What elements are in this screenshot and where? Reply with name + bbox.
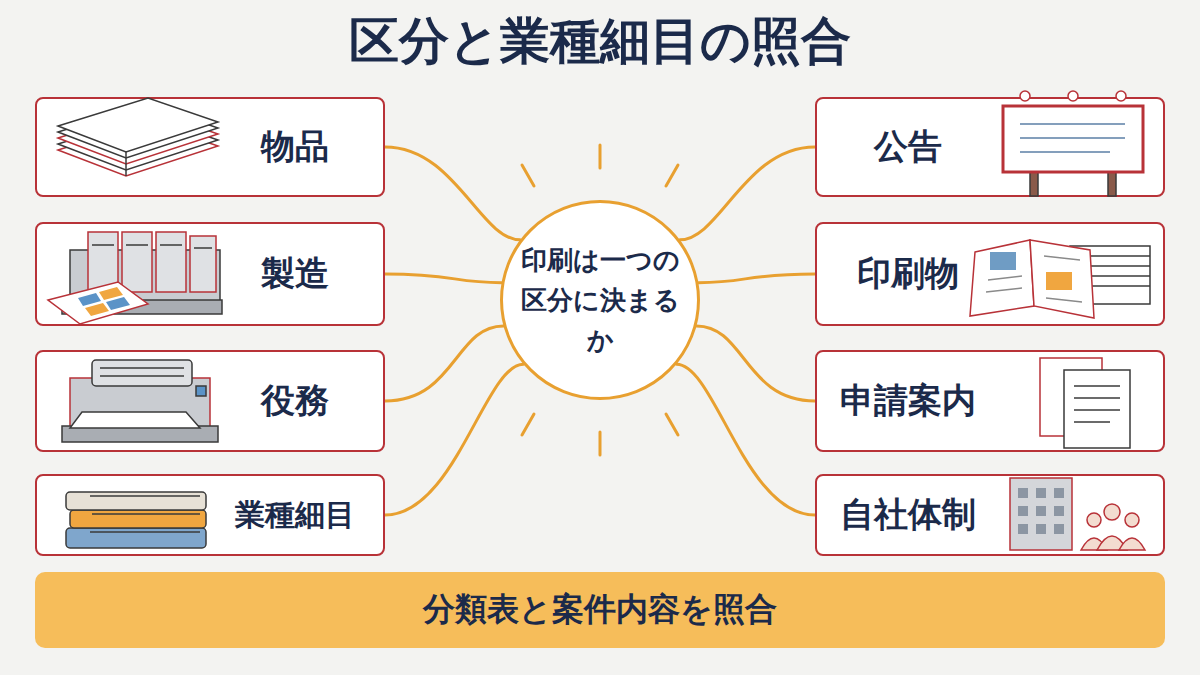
connector-curve [385,326,503,401]
node-text: 自社体制 [840,492,976,538]
connector-curve [680,147,815,240]
connector-curve [698,274,815,283]
node-text: 分類表と案件内容を照合 [423,588,777,632]
sun-rays-part [522,165,534,186]
category-box: 役務 [35,350,385,452]
sun-rays-part [599,145,602,168]
case-box: 申請案内 [815,350,1165,452]
node-text: 役務 [261,378,329,424]
sun-rays-part [666,165,678,186]
case-box: 印刷物 [815,222,1165,326]
node-text: 物品 [261,124,329,170]
node-text: 公告 [874,124,942,170]
question-circle: 印刷は一つの 区分に決まるか [500,200,700,400]
category-box: 製造 [35,222,385,326]
node-text: 製造 [261,251,329,297]
node-text: 印刷は一つの 区分に決まるか [508,240,692,361]
sun-rays-part [522,414,534,435]
node-text: 印刷物 [857,251,959,297]
node-text: 業種細目 [235,495,355,536]
connector-curve [385,147,520,240]
case-box: 自社体制 [815,474,1165,556]
case-box: 公告 [815,97,1165,197]
sun-rays-part [666,414,678,435]
category-box: 業種細目 [35,474,385,556]
category-box: 物品 [35,97,385,197]
node-text: 申請案内 [840,378,976,424]
connector-curve [385,364,523,515]
diagram-title: 区分と業種細目の照合 [0,8,1200,75]
connector-curve [677,364,815,515]
sun-rays-part [599,432,602,455]
connector-curve [385,274,502,283]
summary-band: 分類表と案件内容を照合 [35,572,1165,648]
connector-curve [697,326,815,401]
